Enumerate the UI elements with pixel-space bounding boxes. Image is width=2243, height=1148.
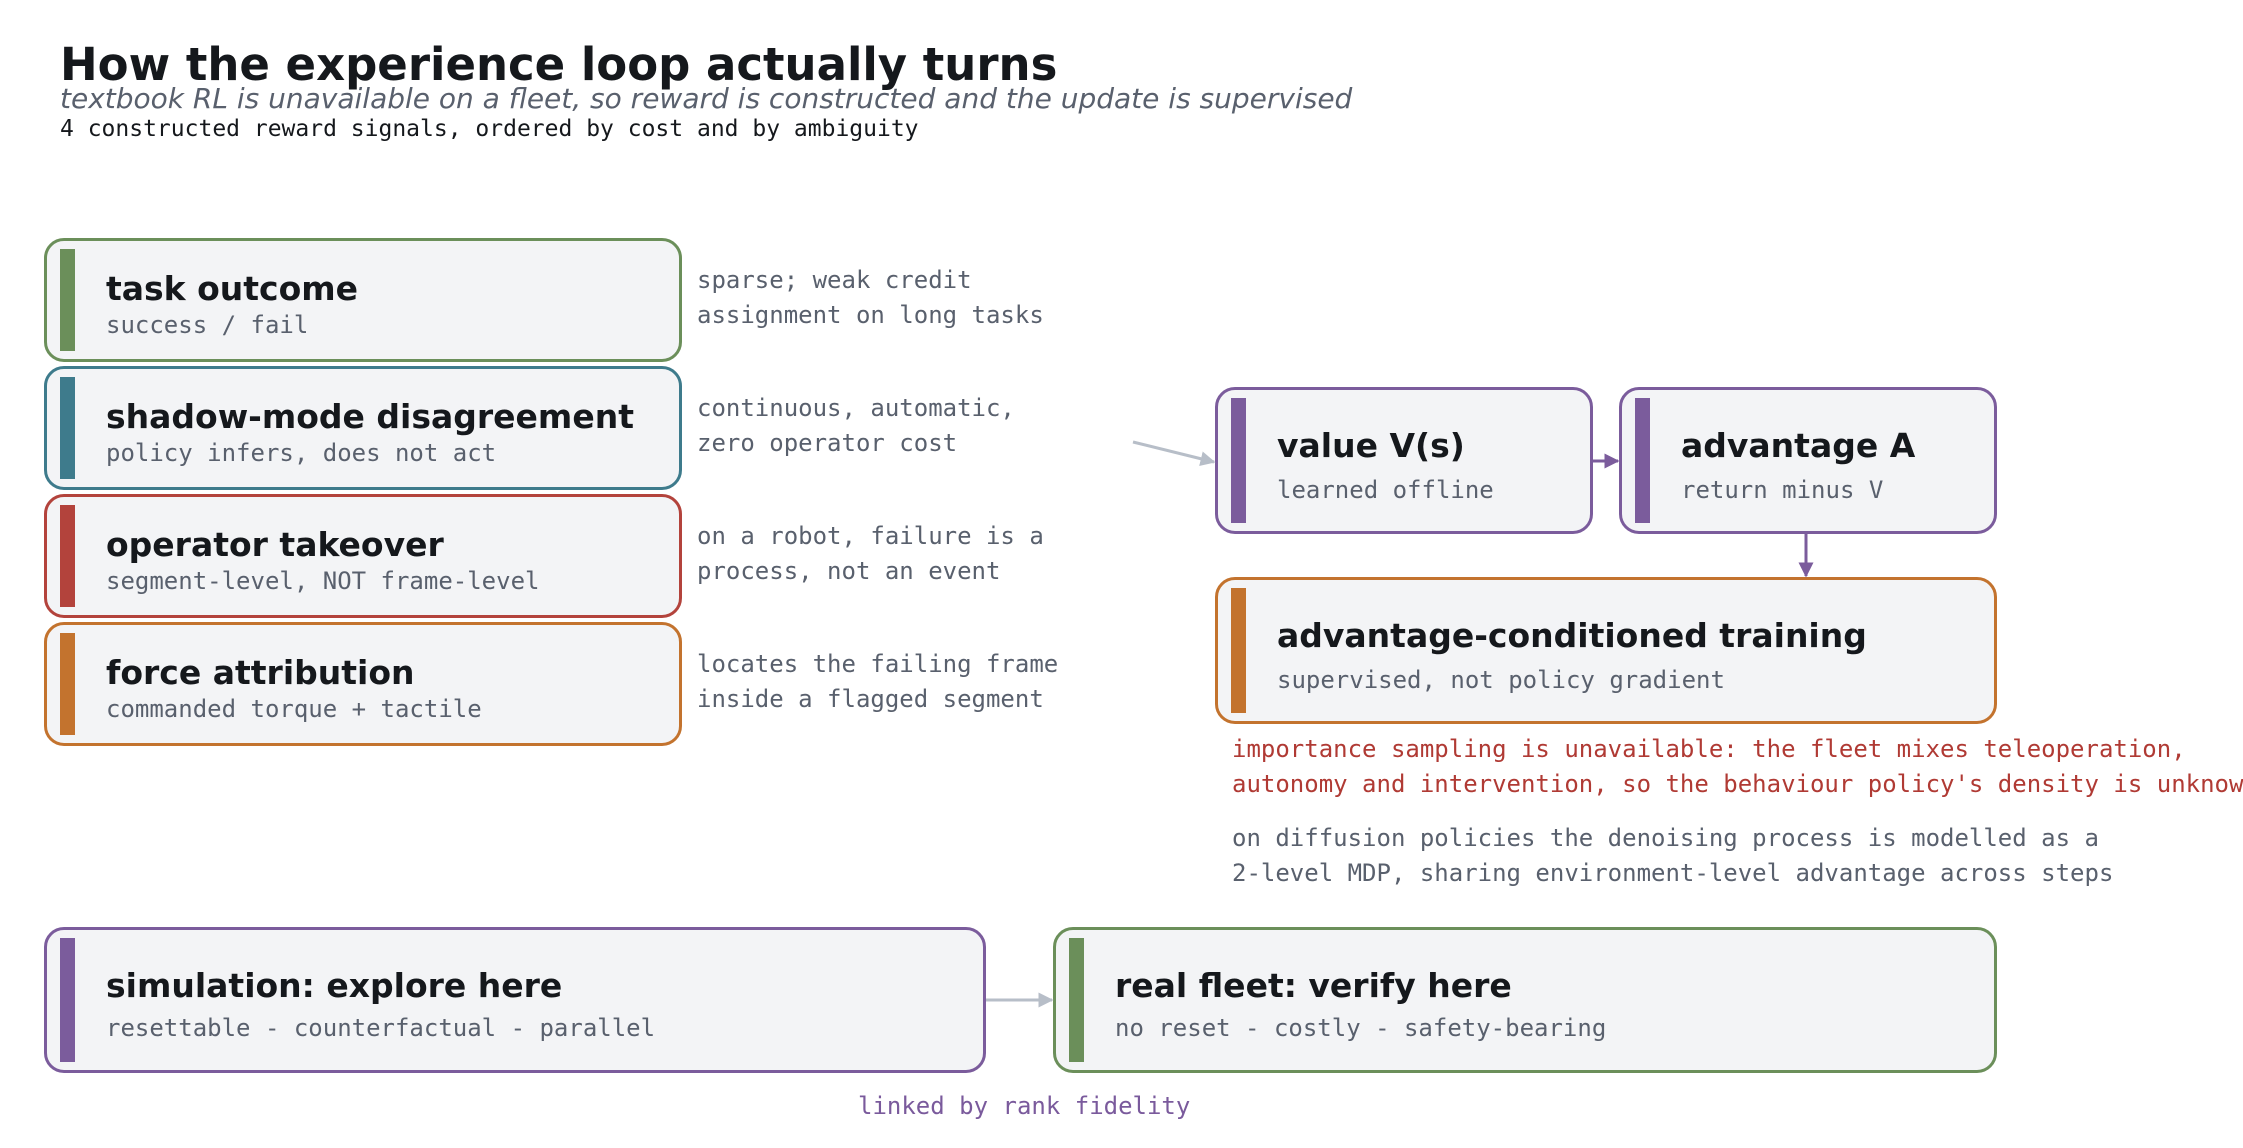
page-caption: 4 constructed reward signals, ordered by…	[60, 116, 919, 142]
value-function-box: value V(s) learned offline	[1215, 387, 1593, 534]
box-title: advantage-conditioned training	[1277, 616, 1867, 655]
accent-bar	[1635, 398, 1650, 523]
accent-bar	[60, 938, 75, 1062]
signals-to-value-arrow	[1132, 440, 1216, 467]
accent-bar	[1231, 588, 1246, 713]
box-subtitle: no reset - costly - safety-bearing	[1115, 1014, 1607, 1042]
rank-fidelity-label: linked by rank fidelity	[858, 1092, 1191, 1120]
box-title: task outcome	[106, 269, 359, 308]
diffusion-policy-note: on diffusion policies the denoising proc…	[1232, 824, 2114, 887]
signal-note-shadow-mode: continuous, automatic, zero operator cos…	[697, 394, 1015, 457]
signal-task-outcome: task outcome success / fail	[44, 238, 682, 362]
accent-bar	[1069, 938, 1084, 1062]
box-title: simulation: explore here	[106, 966, 563, 1005]
box-title: value V(s)	[1277, 426, 1465, 465]
box-subtitle: policy infers, does not act	[106, 439, 497, 467]
accent-bar	[60, 249, 75, 351]
accent-bar	[60, 377, 75, 479]
page-title: How the experience loop actually turns	[60, 38, 1058, 91]
signal-note-operator-takeover: on a robot, failure is a process, not an…	[697, 522, 1044, 585]
box-subtitle: supervised, not policy gradient	[1277, 666, 1725, 694]
box-title: shadow-mode disagreement	[106, 397, 634, 436]
accent-bar	[1231, 398, 1246, 523]
box-title: operator takeover	[106, 525, 444, 564]
signal-force-attribution: force attribution commanded torque + tac…	[44, 622, 682, 746]
signal-operator-takeover: operator takeover segment-level, NOT fra…	[44, 494, 682, 618]
box-subtitle: commanded torque + tactile	[106, 695, 482, 723]
advantage-conditioned-training-box: advantage-conditioned training supervise…	[1215, 577, 1997, 724]
importance-sampling-note: importance sampling is unavailable: the …	[1232, 735, 2243, 798]
page-subtitle: textbook RL is unavailable on a fleet, s…	[60, 82, 1353, 115]
accent-bar	[60, 633, 75, 735]
accent-bar	[60, 505, 75, 607]
advantage-box: advantage A return minus V	[1619, 387, 1997, 534]
signal-note-force-attribution: locates the failing frame inside a flagg…	[697, 650, 1059, 713]
box-subtitle: resettable - counterfactual - parallel	[106, 1014, 656, 1042]
simulation-box: simulation: explore here resettable - co…	[44, 927, 986, 1073]
box-title: force attribution	[106, 653, 415, 692]
signal-note-task-outcome: sparse; weak credit assignment on long t…	[697, 266, 1044, 329]
box-title: real fleet: verify here	[1115, 966, 1512, 1005]
signal-shadow-mode: shadow-mode disagreement policy infers, …	[44, 366, 682, 490]
box-subtitle: segment-level, NOT frame-level	[106, 567, 540, 595]
box-subtitle: success / fail	[106, 311, 309, 339]
box-subtitle: return minus V	[1681, 476, 1884, 504]
box-subtitle: learned offline	[1277, 476, 1494, 504]
box-title: advantage A	[1681, 426, 1916, 465]
real-fleet-box: real fleet: verify here no reset - costl…	[1053, 927, 1997, 1073]
